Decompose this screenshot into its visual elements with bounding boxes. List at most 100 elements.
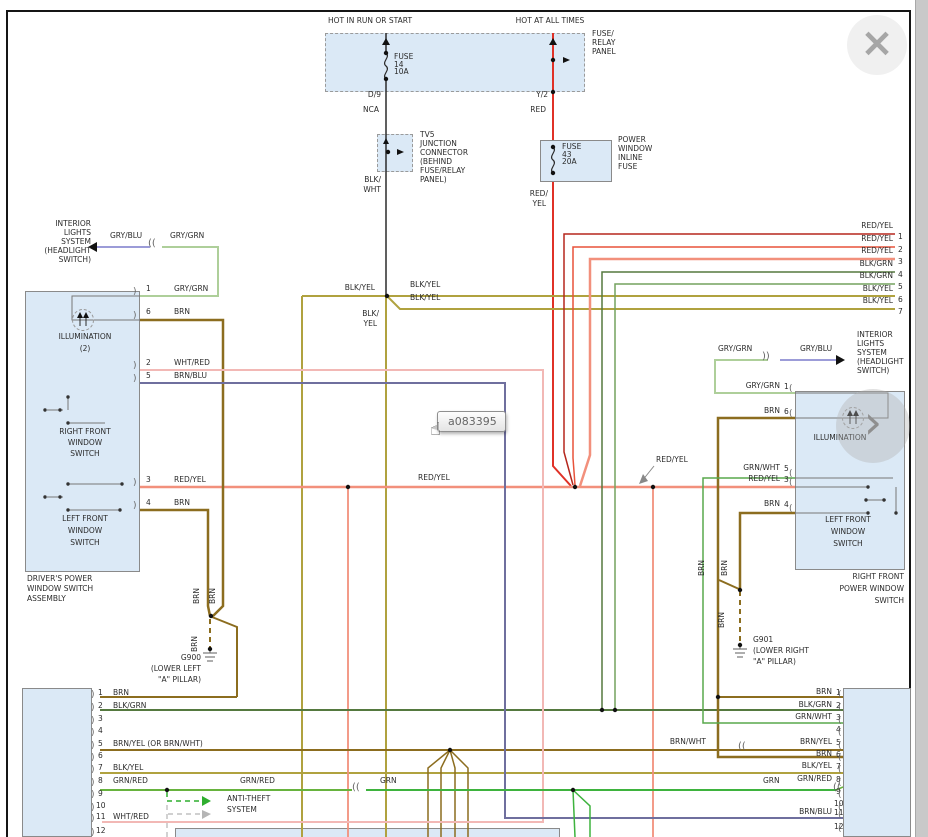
diagram-label: BLK/YEL — [410, 293, 441, 302]
diagram-label: GRN — [763, 776, 780, 785]
pin-arc-icon: ( — [838, 690, 842, 700]
diagram-label: 43 — [562, 150, 572, 159]
diagram-label: D/9 — [367, 90, 381, 99]
pin-arc-icon: ( — [838, 810, 842, 820]
diagram-label: BLK/GRN — [859, 271, 893, 280]
diagram-label: RED/YEL — [418, 473, 450, 482]
diagram-label: FUSE — [618, 162, 638, 171]
diagram-label: WINDOW — [830, 527, 866, 536]
diagram-label: (BEHIND — [420, 157, 453, 166]
diagram-label: 2 — [98, 701, 103, 710]
pin-arc-icon: ) — [133, 361, 137, 371]
bottom-right-connector-box — [843, 688, 911, 837]
diagram-label: JUNCTION — [420, 139, 457, 148]
diagram-label: 11 — [96, 812, 106, 821]
diagram-label: 14 — [394, 60, 404, 69]
diagram-label: 1 — [98, 688, 103, 697]
diagram-label: INLINE — [618, 153, 643, 162]
diagram-label: SWITCH) — [857, 366, 890, 375]
diagram-label: 7 — [836, 762, 841, 771]
diagram-label: BRN — [717, 612, 726, 628]
diagram-label: 3 — [146, 475, 151, 484]
diagram-label: ILLUMINATION — [813, 433, 867, 442]
diagram-label: 3 — [784, 475, 789, 484]
pin-arc-icon: ) — [133, 374, 137, 384]
scrollbar[interactable] — [915, 0, 928, 837]
diagram-label: ILLUMINATION — [58, 332, 112, 341]
diagram-label: 2 — [898, 245, 903, 254]
diagram-label: SYSTEM — [227, 805, 257, 814]
diagram-label: WINDOW — [618, 144, 653, 153]
diagram-label: 10 — [96, 801, 106, 810]
diagram-label: Y/2 — [536, 90, 548, 99]
diagram-label: FUSE — [394, 52, 414, 61]
pin-arc-icon: ( — [838, 803, 842, 813]
tv5-junction-connector-box — [377, 134, 413, 172]
diagram-label: SYSTEM — [61, 237, 91, 246]
diagram-label: GRY/BLU — [110, 231, 143, 240]
pin-arc-icon: ) — [91, 716, 95, 726]
diagram-label: 12 — [834, 822, 844, 831]
diagram-label: SWITCH — [874, 596, 904, 605]
diagram-label: GRN/RED — [240, 776, 275, 785]
diagram-label: "A" PILLAR) — [753, 657, 796, 666]
pin-arc-icon: ) — [91, 728, 95, 738]
diagram-label: 9 — [836, 787, 841, 796]
pin-arc-icon: ) — [91, 741, 95, 751]
diagram-label: ANTI-THEFT — [227, 794, 271, 803]
diagram-label: GRN/WHT — [795, 712, 832, 721]
diagram-label: 8 — [836, 775, 841, 784]
diagram-label: RED/ — [529, 189, 548, 198]
diagram-label: 6 — [98, 751, 103, 760]
diagram-label: GRY/GRN — [745, 381, 780, 390]
pin-arc-icon: ) — [91, 803, 95, 813]
pin-arc-icon: ( — [838, 765, 842, 775]
diagram-label: GRN/WHT — [743, 463, 780, 472]
diagram-label: 5 — [784, 464, 789, 473]
bottom-center-connector-box — [175, 828, 560, 837]
pin-arc-icon: )) — [762, 351, 770, 362]
pin-arc-icon: ) — [133, 287, 137, 297]
diagram-label: WHT/RED — [174, 358, 210, 367]
pin-arc-icon: ) — [91, 778, 95, 788]
diagram-label: GRN — [380, 776, 397, 785]
close-button[interactable]: × — [847, 15, 907, 75]
diagram-label: BRN — [113, 688, 129, 697]
diagram-label: INTERIOR — [55, 219, 91, 228]
diagram-label: BLK/GRN — [113, 701, 147, 710]
diagram-label: 4 — [784, 500, 789, 509]
diagram-label: G901 — [753, 635, 774, 644]
diagram-label: 11 — [834, 808, 844, 817]
diagram-label: WINDOW — [67, 526, 103, 535]
diagram-label: LEFT FRONT — [62, 514, 108, 523]
diagram-label: PANEL) — [420, 175, 447, 184]
diagram-label: BRN — [816, 687, 832, 696]
diagram-label: BLK/YEL — [344, 283, 375, 292]
diagram-label: ASSEMBLY — [27, 594, 66, 603]
pin-arc-icon: ) — [91, 828, 95, 837]
diagram-label: BRN — [174, 307, 190, 316]
diagram-label: TV5 — [420, 130, 435, 139]
diagram-label: WHT — [363, 185, 381, 194]
pin-arc-icon: ( — [789, 409, 793, 419]
pin-arc-icon: ( — [838, 728, 842, 738]
diagram-label: RED/YEL — [748, 474, 780, 483]
diagram-label: 8 — [98, 776, 103, 785]
pin-arc-icon: ( — [838, 824, 842, 834]
diagram-label: 5 — [836, 738, 841, 747]
diagram-label: YEL — [363, 319, 378, 328]
pin-arc-icon: ( — [789, 469, 793, 479]
pin-arc-icon: ( — [789, 504, 793, 514]
diagram-label: SWITCH — [70, 449, 100, 458]
chevron-right-icon: › — [863, 395, 883, 449]
diagram-label: 9 — [98, 789, 103, 798]
diagram-label: BRN — [764, 406, 780, 415]
diagram-label: GRY/GRN — [170, 231, 205, 240]
diagram-label: BLK/ — [364, 175, 381, 184]
diagram-label: BRN/WHT — [669, 737, 706, 746]
diagram-label: 6 — [146, 307, 151, 316]
diagram-label: WINDOW — [67, 438, 103, 447]
diagram-label: 5 — [98, 739, 103, 748]
diagram-label: (LOWER LEFT — [150, 664, 201, 673]
next-image-button[interactable]: › — [836, 389, 910, 463]
